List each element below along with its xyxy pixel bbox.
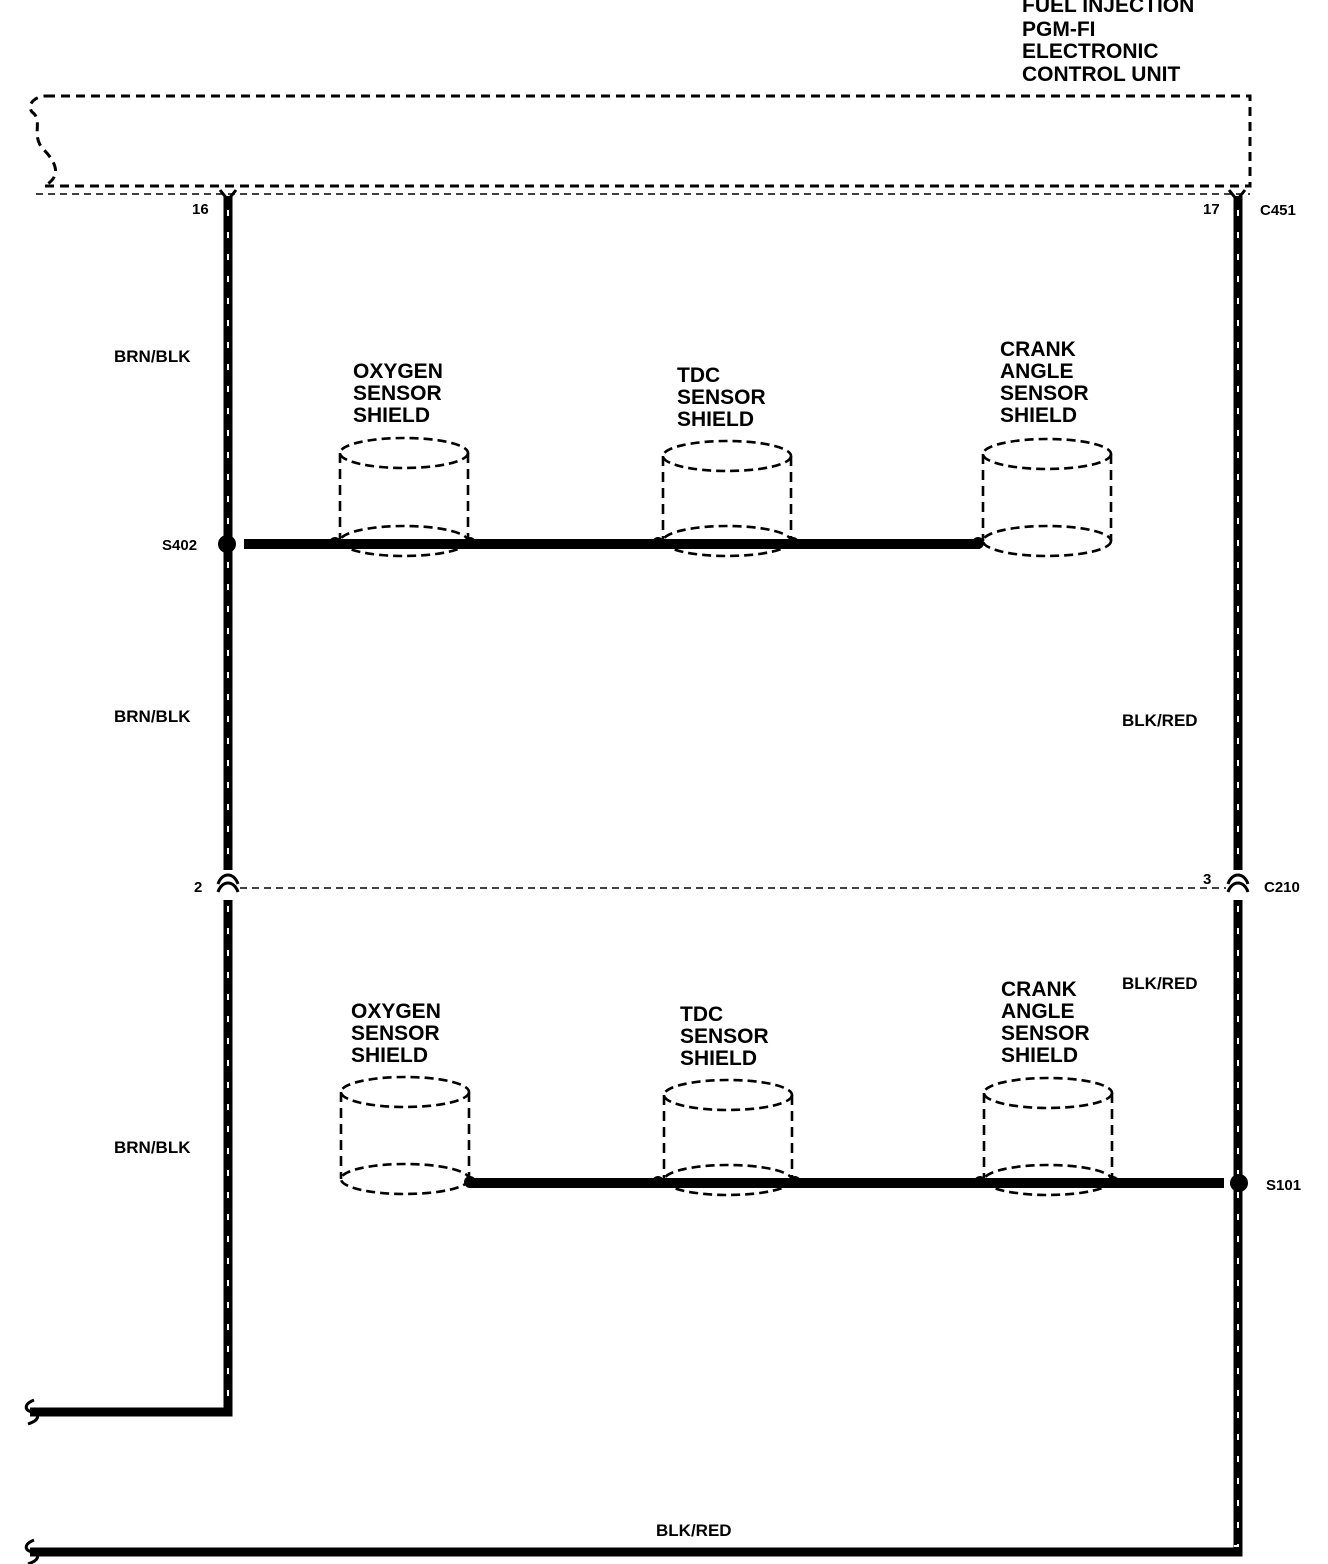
left-wire-color-label-2: BRN/BLK — [114, 707, 191, 726]
lower-crank-angle-sensor-shield — [982, 1076, 1114, 1197]
svg-text:SENSOR: SENSOR — [1000, 382, 1089, 405]
ecu-title-line-4: CONTROL UNIT — [1022, 63, 1180, 86]
splice-s402-label: S402 — [162, 537, 197, 554]
ecu-title-line-1: FUEL INJECTION — [1022, 0, 1194, 17]
c210-connector-label: C210 — [1264, 879, 1300, 896]
svg-text:ANGLE: ANGLE — [1000, 360, 1074, 383]
svg-text:CRANK: CRANK — [1001, 978, 1077, 1001]
svg-text:OXYGEN: OXYGEN — [351, 1000, 441, 1023]
ecu-pin-left: 16 — [192, 201, 209, 218]
upper-crank-angle-shield-label: CRANK ANGLE SENSOR SHIELD — [1000, 338, 1089, 427]
svg-text:SHIELD: SHIELD — [680, 1047, 757, 1070]
upper-tdc-shield-label: TDC SENSOR SHIELD — [677, 364, 766, 431]
svg-text:SHIELD: SHIELD — [351, 1044, 428, 1067]
svg-text:SENSOR: SENSOR — [351, 1022, 440, 1045]
bottom-wire-color-label: BLK/RED — [656, 1521, 732, 1540]
svg-text:CRANK: CRANK — [1000, 338, 1076, 361]
upper-oxygen-shield-label: OXYGEN SENSOR SHIELD — [353, 360, 443, 427]
left-wire-brn-blk — [30, 196, 233, 1417]
splice-s101-label: S101 — [1266, 1177, 1301, 1194]
c210-pin-right: 3 — [1203, 871, 1211, 888]
upper-shield-junction-5 — [972, 537, 984, 549]
right-wire-blk-red — [30, 196, 1243, 1557]
upper-crank-angle-sensor-shield — [981, 437, 1113, 558]
svg-text:TDC: TDC — [680, 1003, 723, 1026]
svg-text:TDC: TDC — [677, 364, 720, 387]
ecu-box — [28, 94, 1252, 188]
left-wire-break-symbol — [24, 1398, 39, 1426]
upper-tdc-sensor-shield — [661, 439, 793, 558]
lower-shield-junction-2 — [652, 1176, 664, 1188]
svg-text:OXYGEN: OXYGEN — [353, 360, 443, 383]
ecu-title-line-3: ELECTRONIC — [1022, 40, 1159, 63]
lower-shield-junction-1 — [464, 1176, 476, 1188]
ecu-pin-right: 17 — [1203, 201, 1220, 218]
left-wire-color-label-3: BRN/BLK — [114, 1138, 191, 1157]
lower-shield-junction-4 — [974, 1176, 986, 1188]
svg-text:SENSOR: SENSOR — [1001, 1022, 1090, 1045]
c210-pin-right-symbol — [1226, 873, 1250, 893]
right-wire-color-label-2: BLK/RED — [1122, 974, 1198, 993]
lower-oxygen-shield-label: OXYGEN SENSOR SHIELD — [351, 1000, 441, 1067]
lower-oxygen-sensor-shield — [339, 1075, 471, 1196]
right-wire-color-label-1: BLK/RED — [1122, 711, 1198, 730]
svg-text:SENSOR: SENSOR — [353, 382, 442, 405]
upper-shield-junction-4 — [787, 537, 799, 549]
splice-s101 — [1230, 1174, 1248, 1192]
lower-tdc-sensor-shield — [662, 1078, 794, 1197]
left-wire-color-label-1: BRN/BLK — [114, 347, 191, 366]
upper-oxygen-sensor-shield — [338, 436, 470, 558]
svg-text:SHIELD: SHIELD — [1000, 404, 1077, 427]
svg-text:SENSOR: SENSOR — [680, 1025, 769, 1048]
lower-crank-angle-shield-label: CRANK ANGLE SENSOR SHIELD — [1001, 978, 1090, 1067]
svg-text:SENSOR: SENSOR — [677, 386, 766, 409]
svg-text:SHIELD: SHIELD — [353, 404, 430, 427]
upper-shield-junction-1 — [329, 537, 341, 549]
svg-text:SHIELD: SHIELD — [1001, 1044, 1078, 1067]
lower-tdc-shield-label: TDC SENSOR SHIELD — [680, 1003, 769, 1070]
svg-text:SHIELD: SHIELD — [677, 408, 754, 431]
svg-text:ANGLE: ANGLE — [1001, 1000, 1075, 1023]
upper-shield-junction-2 — [464, 537, 476, 549]
c210-pin-left: 2 — [194, 879, 202, 896]
upper-shield-junction-3 — [652, 537, 664, 549]
splice-s402 — [218, 535, 236, 553]
lower-shield-junction-3 — [789, 1176, 801, 1188]
ecu-connector-label: C451 — [1260, 202, 1296, 219]
c210-pin-left-symbol — [216, 873, 240, 893]
lower-shield-junction-5 — [1107, 1176, 1119, 1188]
bottom-wire-break-symbol — [24, 1538, 39, 1564]
ecu-title-line-2: PGM-FI — [1022, 18, 1096, 41]
